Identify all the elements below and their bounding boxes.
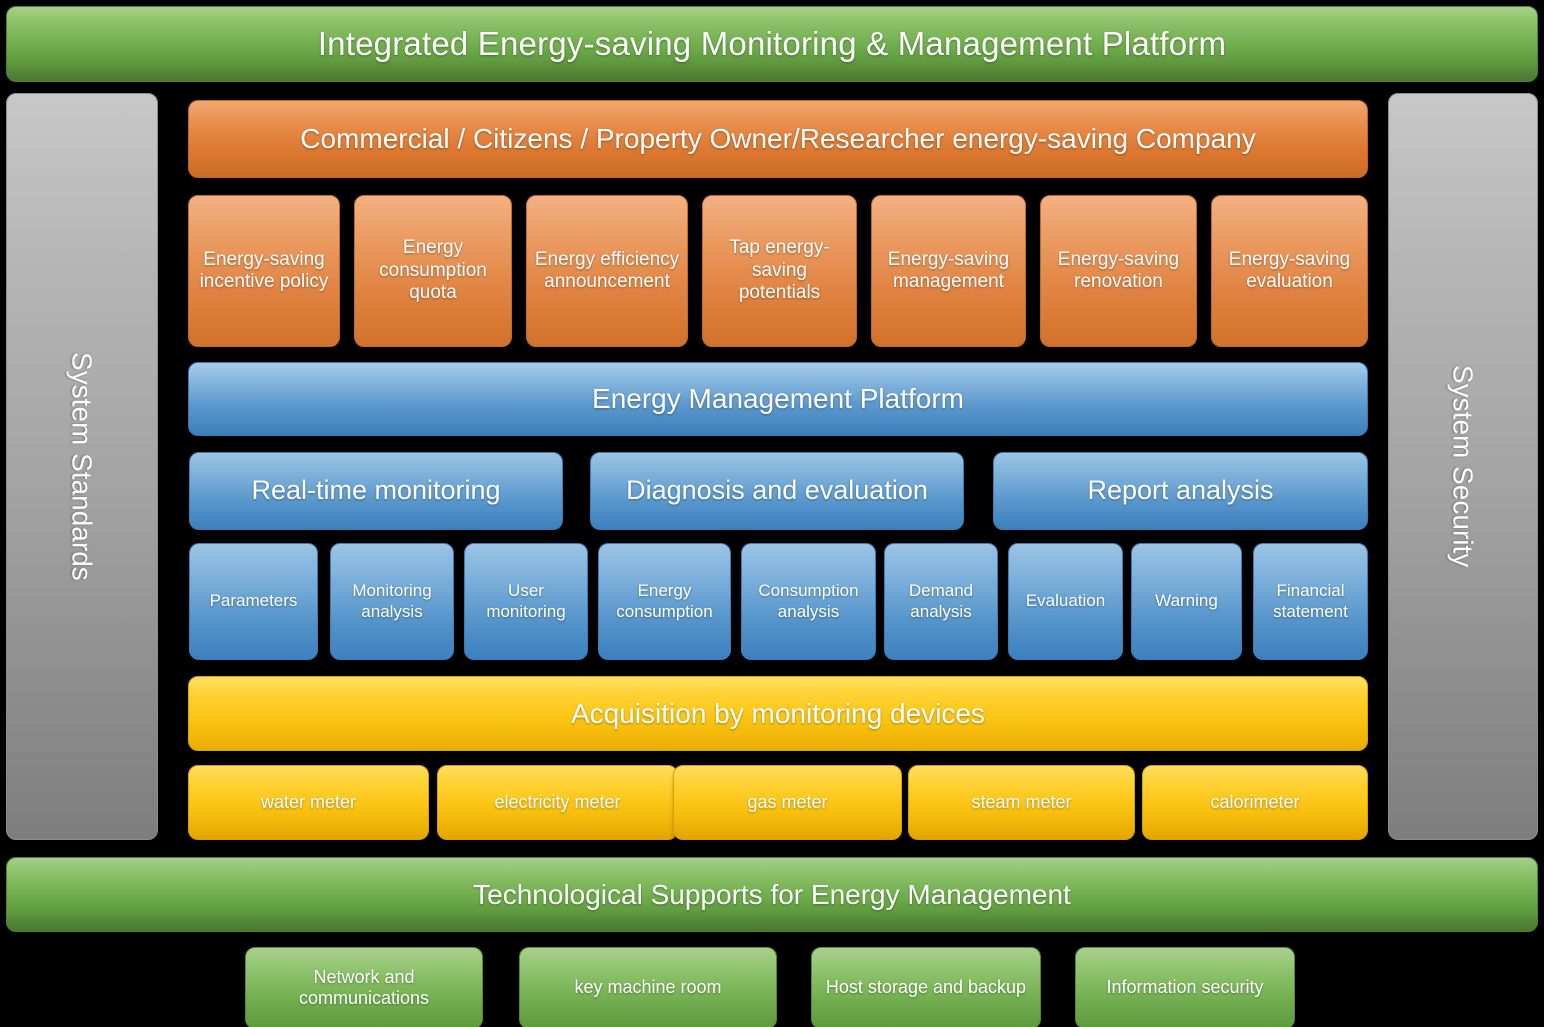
stakeholder-tile-energy-efficiency-announcement[interactable]: Energy efficiency announcement — [526, 195, 688, 347]
platform-function-energy-consumption[interactable]: Energy consumption — [598, 543, 731, 660]
platform-banner: Energy Management Platform — [188, 362, 1368, 436]
platform-function-user-monitoring[interactable]: User monitoring — [464, 543, 588, 660]
stakeholder-banner: Commercial / Citizens / Property Owner/R… — [188, 100, 1368, 178]
platform-function-demand-analysis[interactable]: Demand analysis — [884, 543, 998, 660]
title-banner: Integrated Energy-saving Monitoring & Ma… — [6, 6, 1538, 82]
platform-function-monitoring-analysis[interactable]: Monitoring analysis — [330, 543, 454, 660]
support-banner: Technological Supports for Energy Manage… — [6, 857, 1538, 932]
support-host-storage-and-backup[interactable]: Host storage and backup — [811, 947, 1041, 1027]
platform-section-report-analysis[interactable]: Report analysis — [993, 452, 1368, 530]
platform-function-consumption-analysis[interactable]: Consumption analysis — [741, 543, 876, 660]
right-rail-system-security: System Security — [1388, 93, 1538, 840]
stakeholder-tile-energy-saving-incentive-policy[interactable]: Energy-saving incentive policy — [188, 195, 340, 347]
platform-function-financial-statement[interactable]: Financial statement — [1253, 543, 1368, 660]
acquisition-banner: Acquisition by monitoring devices — [188, 676, 1368, 751]
left-rail-label: System Standards — [66, 352, 98, 581]
support-network-and-communications[interactable]: Network and communications — [245, 947, 483, 1027]
platform-function-warning[interactable]: Warning — [1131, 543, 1242, 660]
device-steam-meter[interactable]: steam meter — [908, 765, 1135, 840]
support-key-machine-room[interactable]: key machine room — [519, 947, 777, 1027]
support-information-security[interactable]: Information security — [1075, 947, 1295, 1027]
device-calorimeter[interactable]: calorimeter — [1142, 765, 1368, 840]
platform-section-real-time-monitoring[interactable]: Real-time monitoring — [189, 452, 563, 530]
stakeholder-tile-energy-saving-evaluation[interactable]: Energy-saving evaluation — [1211, 195, 1368, 347]
right-rail-label: System Security — [1447, 365, 1479, 568]
platform-section-diagnosis-and-evaluation[interactable]: Diagnosis and evaluation — [590, 452, 964, 530]
stakeholder-tile-energy-consumption-quota[interactable]: Energy consumption quota — [354, 195, 512, 347]
platform-function-parameters[interactable]: Parameters — [189, 543, 318, 660]
stakeholder-tile-energy-saving-management[interactable]: Energy-saving management — [871, 195, 1026, 347]
stakeholder-tile-energy-saving-renovation[interactable]: Energy-saving renovation — [1040, 195, 1197, 347]
device-gas-meter[interactable]: gas meter — [673, 765, 902, 840]
device-electricity-meter[interactable]: electricity meter — [437, 765, 678, 840]
platform-function-evaluation[interactable]: Evaluation — [1008, 543, 1123, 660]
device-water-meter[interactable]: water meter — [188, 765, 429, 840]
left-rail-system-standards: System Standards — [6, 93, 158, 840]
stakeholder-tile-tap-energy-saving-potentials[interactable]: Tap energy-saving potentials — [702, 195, 857, 347]
